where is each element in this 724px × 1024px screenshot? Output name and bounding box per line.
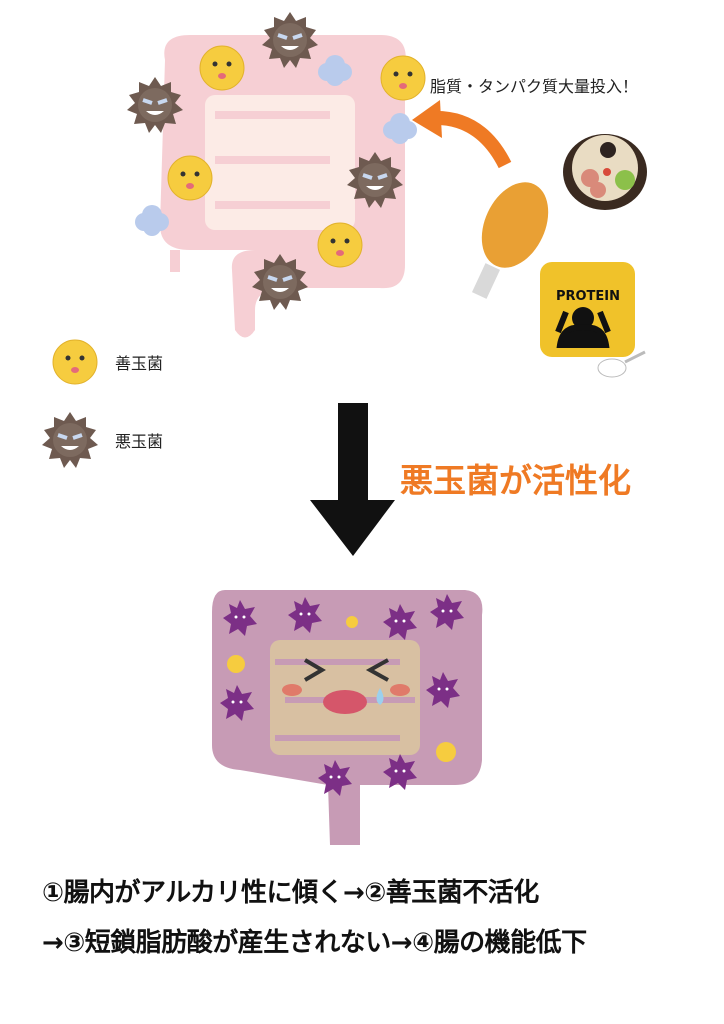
top-caption: 脂質・タンパク質大量投入！ — [430, 77, 638, 96]
result-line-1: ①腸内がアルカリ性に傾く→②善玉菌不活化 — [42, 878, 539, 908]
down-arrow-icon — [310, 403, 395, 556]
unhealthy-intestine — [212, 590, 483, 845]
legend: 善玉菌 悪玉菌 — [40, 339, 163, 470]
legend-bad-label: 悪玉菌 — [115, 432, 163, 451]
legend-good-label: 善玉菌 — [115, 354, 163, 373]
ramen-bowl-icon — [563, 134, 647, 210]
good-bacteria-bottom — [227, 616, 456, 762]
bad-bacteria-icon — [40, 410, 100, 470]
orange-arrow-icon — [412, 100, 512, 169]
result-line-2: →③短鎖脂肪酸が産生されない→④腸の機能低下 — [42, 928, 587, 958]
good-bacteria-icon — [52, 339, 98, 385]
protein-bag-icon: PROTEIN — [540, 262, 635, 357]
protein-label: PROTEIN — [556, 289, 620, 304]
transition-label: 悪玉菌が活性化 — [400, 461, 631, 500]
fried-chicken-icon — [471, 182, 549, 299]
scoop-icon — [597, 350, 646, 378]
